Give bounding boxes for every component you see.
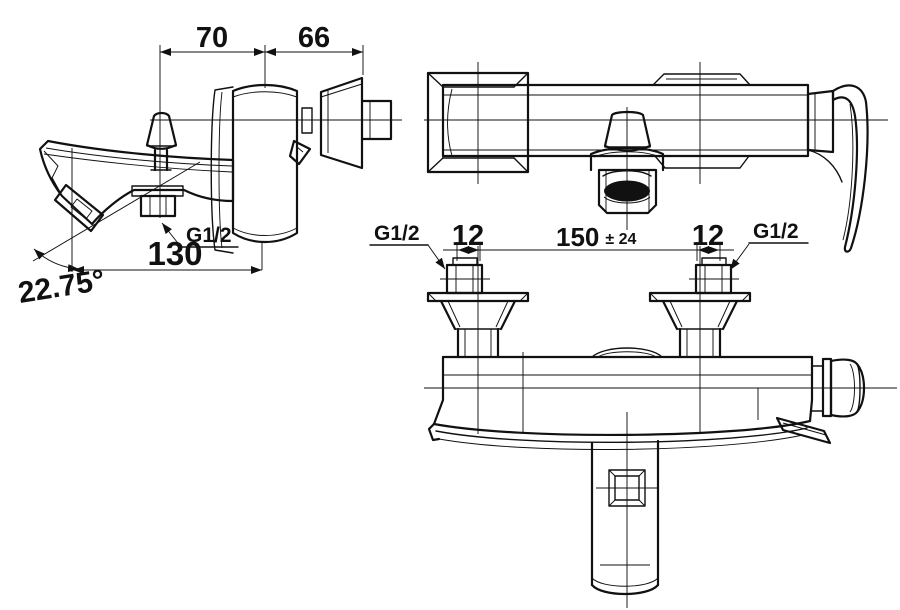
side-valve-body — [231, 83, 299, 243]
side-outlet-thread-callout: G1/2 — [161, 222, 239, 248]
front-right-escutcheon — [652, 73, 751, 169]
front-diverter-and-outlet — [589, 107, 665, 230]
plan-centerlines — [424, 246, 897, 608]
dimension-70-label: 70 — [196, 22, 228, 54]
plan-thread-callout-left: G1/2 — [369, 222, 446, 270]
plan-spout-curve — [427, 419, 812, 450]
angle-label: 22.75° — [16, 264, 107, 310]
plan-down-spout — [590, 439, 660, 595]
plan-lever-handle — [775, 357, 866, 445]
side-spout-outlet — [131, 185, 184, 218]
side-thread-label: G1/2 — [186, 224, 232, 247]
front-view — [424, 62, 888, 253]
side-wall-escutcheon — [210, 86, 234, 254]
front-centerlines — [424, 62, 888, 184]
dimension-150-label: 150± 24 — [556, 222, 637, 252]
front-lever-handle — [806, 84, 869, 253]
plan-connection-dimensions: 12 12 150± 24 — [443, 220, 734, 261]
plan-eccentric-union-left — [426, 257, 530, 359]
dimension-66-label: 66 — [298, 22, 330, 54]
dimension-12-right-label: 12 — [692, 220, 724, 252]
plan-view: 12 12 150± 24 G1/2 G1/2 — [369, 220, 897, 608]
plan-thread-right-label: G1/2 — [753, 220, 799, 243]
plan-thread-callout-right: G1/2 — [729, 220, 809, 271]
plan-eccentric-union-right — [648, 257, 752, 359]
side-lever-handle — [288, 76, 393, 170]
dimension-150-tolerance: ± 24 — [605, 231, 636, 248]
plan-thread-left-label: G1/2 — [374, 222, 420, 245]
side-top-width-dimensions: 70 66 — [159, 22, 364, 218]
side-view: 70 66 — [16, 22, 402, 310]
side-spout-angle-dimension: 22.75° — [16, 148, 201, 310]
dimension-130-label: 130 — [147, 235, 202, 272]
dimension-12-left-label: 12 — [452, 220, 484, 252]
front-body-bar — [441, 83, 810, 158]
side-spout-reach-dimension: 130 — [73, 235, 263, 274]
side-diverter-knob — [145, 111, 178, 172]
plan-body-bar — [432, 347, 814, 434]
